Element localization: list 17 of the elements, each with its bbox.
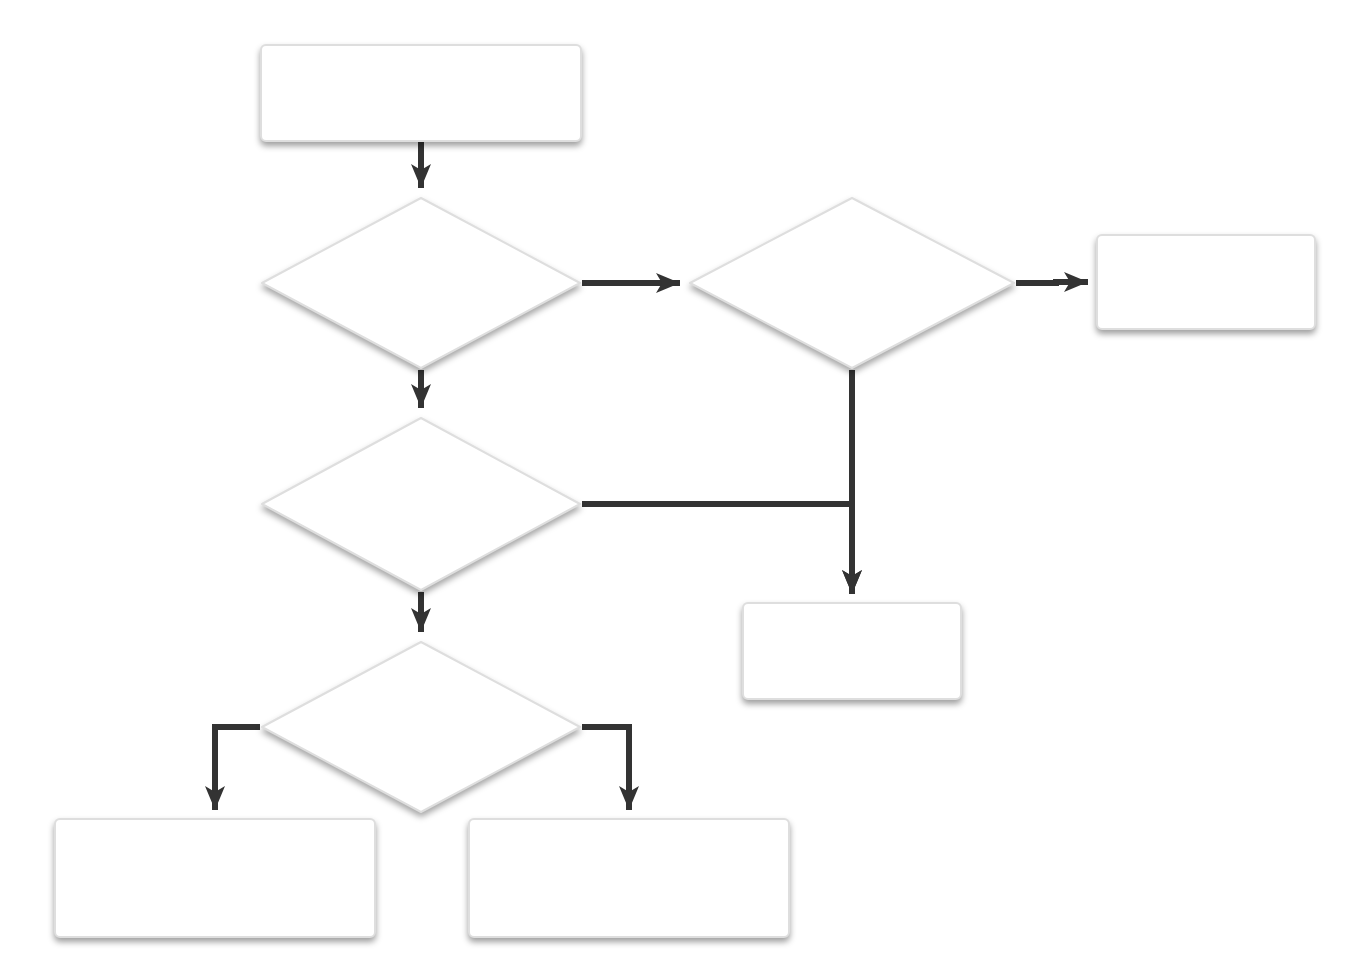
arrow (411, 592, 431, 632)
arrow (582, 273, 680, 293)
decision-diamond (260, 196, 582, 370)
process-box (260, 44, 582, 142)
arrow (1016, 272, 1088, 292)
decision-diamond (260, 416, 582, 592)
process-box (54, 818, 376, 938)
decision-diamond (260, 640, 582, 814)
arrow (411, 370, 431, 408)
decision-diamond (688, 196, 1016, 370)
arrow (582, 501, 862, 594)
arrow (205, 724, 260, 810)
process-box (1096, 234, 1316, 330)
process-box (468, 818, 790, 938)
process-box (742, 602, 962, 700)
arrow (582, 724, 639, 810)
arrow (411, 142, 431, 188)
